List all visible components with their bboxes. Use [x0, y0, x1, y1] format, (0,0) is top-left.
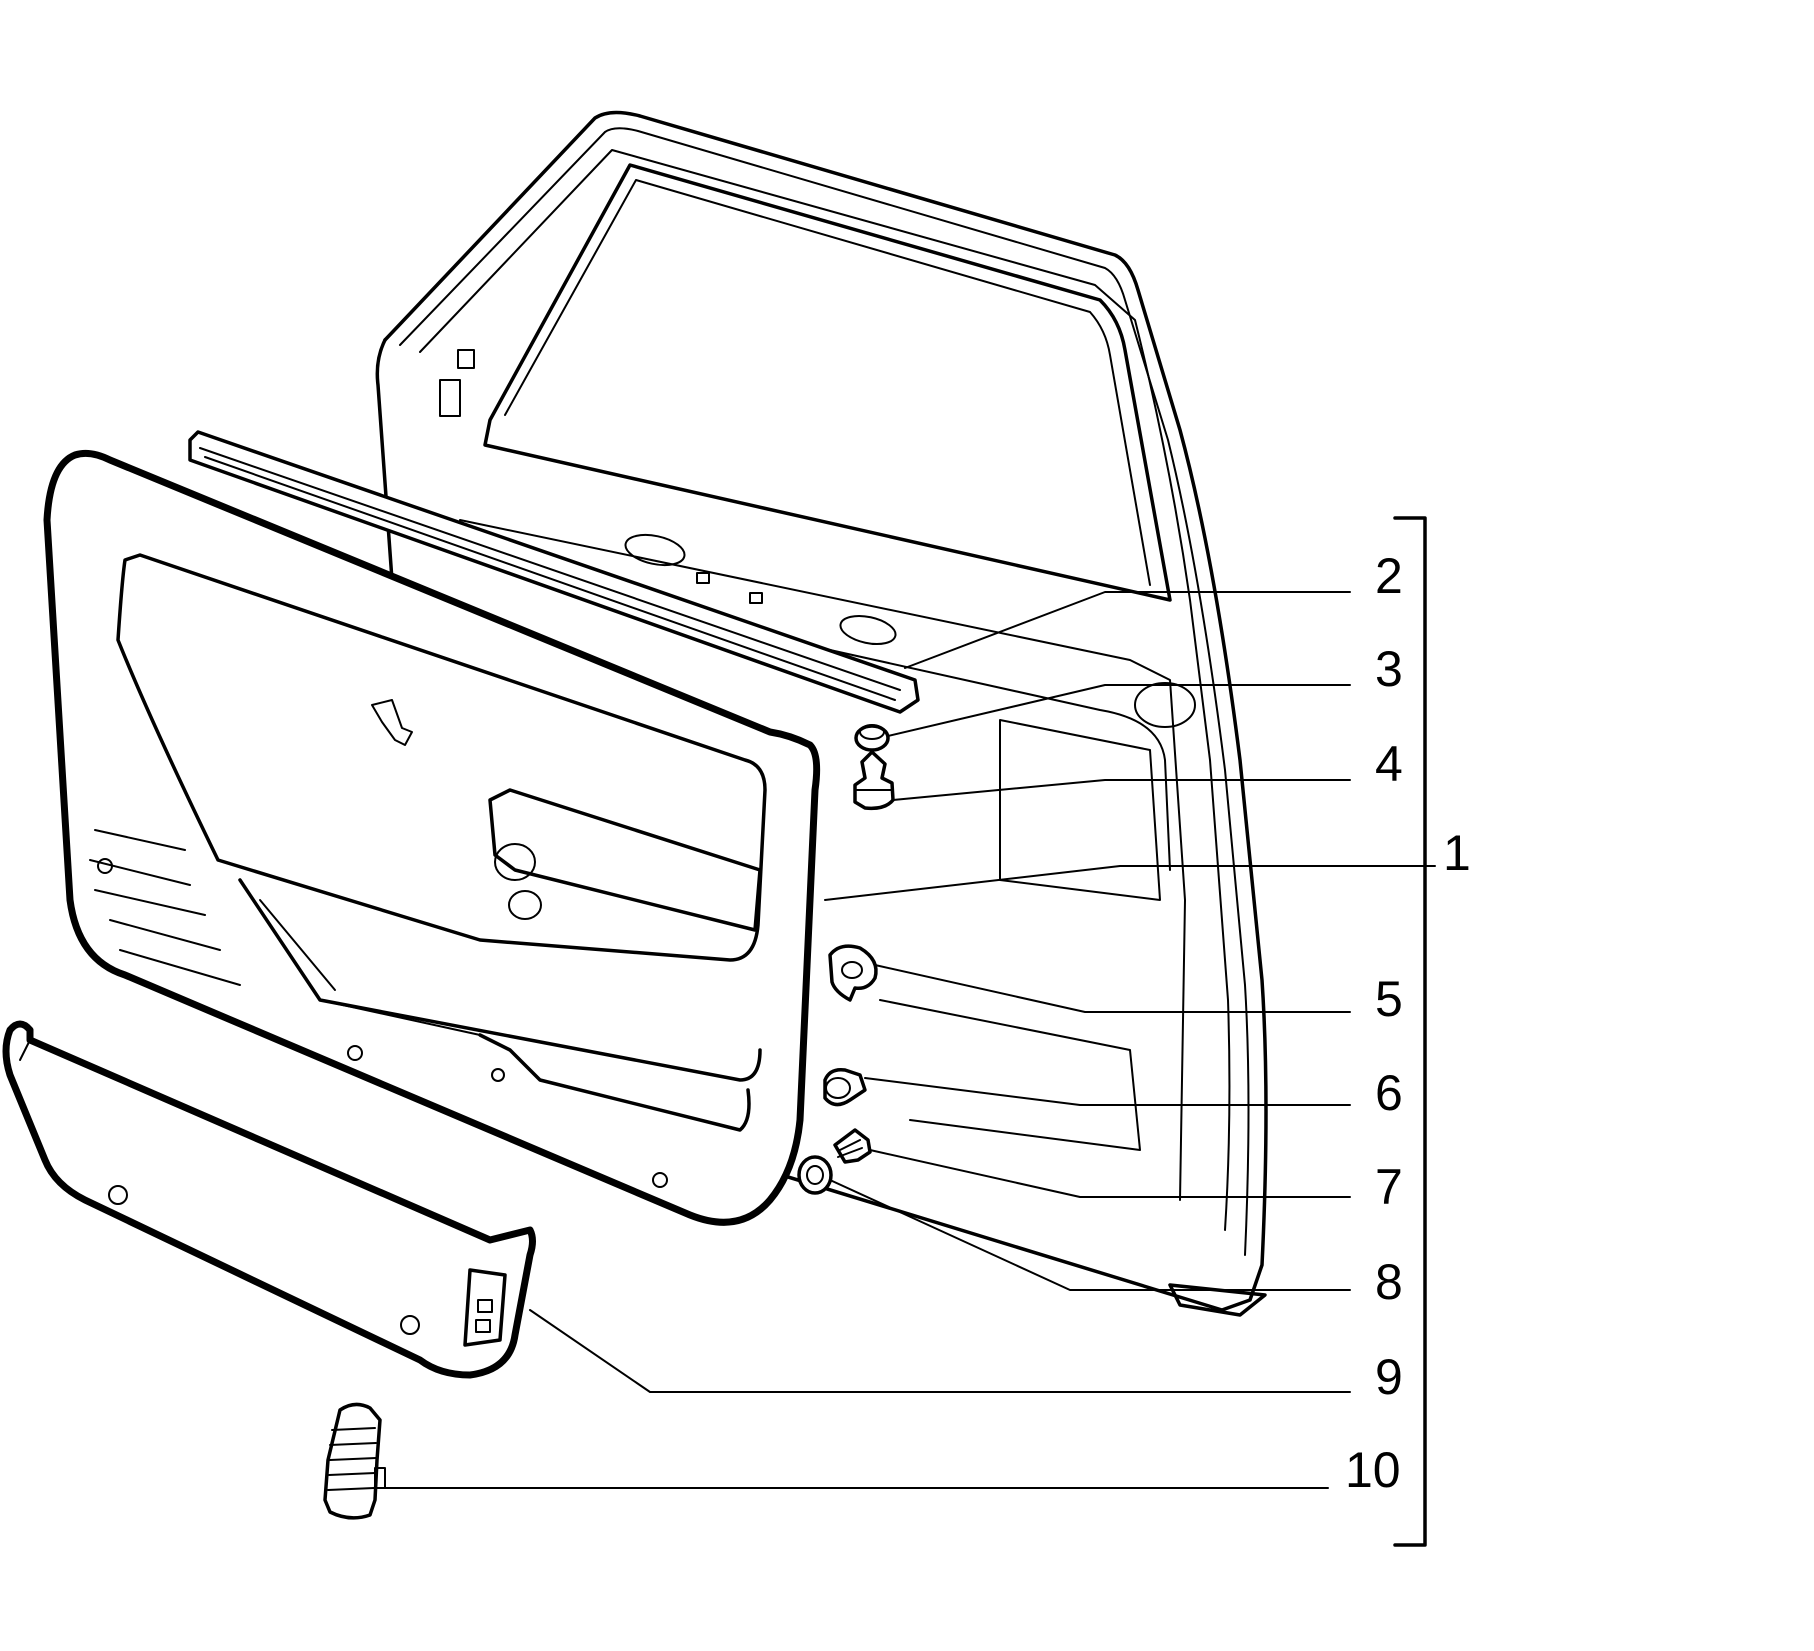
leader-lines [384, 516, 1436, 1547]
callouts: 1 2 3 4 5 6 7 8 9 10 [1345, 548, 1471, 1498]
door-frame [375, 110, 1268, 1317]
callout-7: 7 [1375, 1159, 1403, 1215]
clip-4 [853, 750, 895, 811]
clip-10 [323, 1402, 386, 1520]
callout-5: 5 [1375, 971, 1403, 1027]
callout-2: 2 [1375, 548, 1403, 604]
clip-6 [823, 1067, 867, 1107]
callout-8: 8 [1375, 1254, 1403, 1310]
callout-1: 1 [1443, 825, 1471, 881]
weatherstrip-strip [188, 430, 920, 714]
clip-7 [833, 1128, 872, 1164]
callout-4: 4 [1375, 736, 1403, 792]
door-trim-panel [43, 449, 821, 1226]
callout-3: 3 [1375, 641, 1403, 697]
callout-9: 9 [1375, 1349, 1403, 1405]
callout-6: 6 [1375, 1065, 1403, 1121]
clip-5 [828, 944, 878, 1002]
lower-trim-strip [2, 1020, 536, 1379]
callout-10: 10 [1345, 1442, 1401, 1498]
washer-8 [797, 1155, 833, 1195]
clip-3 [854, 724, 890, 752]
